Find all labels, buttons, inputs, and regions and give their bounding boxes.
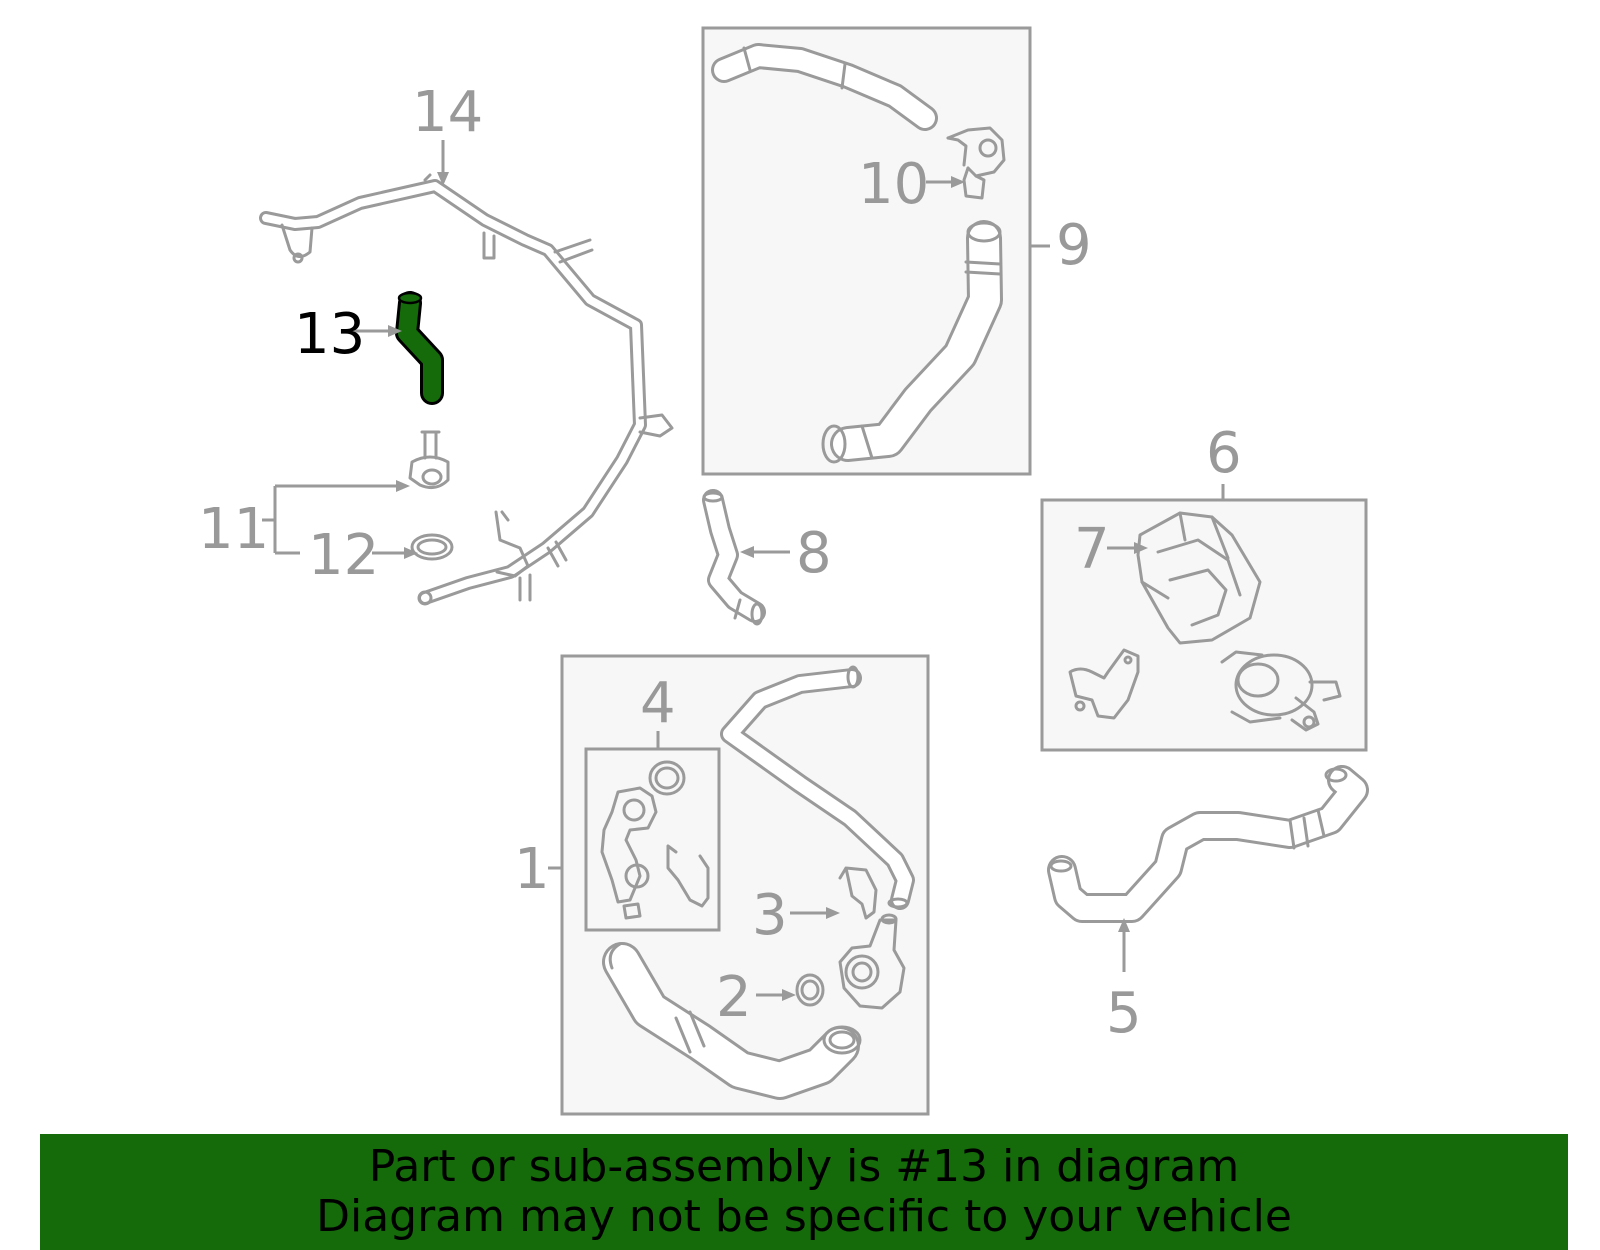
part-4-connector-assembly[interactable] xyxy=(600,760,710,920)
banner-line-1: Part or sub-assembly is #13 in diagram xyxy=(368,1141,1240,1192)
callout-5: 5 xyxy=(1106,981,1142,1046)
callout-10: 10 xyxy=(858,152,929,217)
part-1-thermostat-housing[interactable] xyxy=(838,913,906,1010)
box-4 xyxy=(584,747,721,932)
callout-13: 13 xyxy=(294,302,365,367)
part-11-fitting[interactable] xyxy=(408,430,450,490)
callout-8: 8 xyxy=(796,521,832,586)
part-5-hose[interactable] xyxy=(1047,765,1369,923)
part-1-upper-hose[interactable] xyxy=(720,665,915,910)
part-8-hose[interactable] xyxy=(702,489,766,626)
part-1-lower-hose[interactable] xyxy=(602,942,862,1100)
info-banner: Part or sub-assembly is #13 in diagram D… xyxy=(40,1134,1568,1250)
callout-7: 7 xyxy=(1074,517,1110,582)
callout-9: 9 xyxy=(1056,213,1092,278)
part-9-lower-hose[interactable] xyxy=(821,220,1003,464)
part-12-o-ring[interactable] xyxy=(410,533,454,561)
callout-4: 4 xyxy=(640,671,676,736)
callout-1: 1 xyxy=(514,837,550,902)
part-14-coolant-pipe[interactable] xyxy=(259,173,674,606)
callout-14: 14 xyxy=(412,80,483,145)
callout-11: 11 xyxy=(198,497,269,562)
part-6-pump[interactable] xyxy=(1220,650,1342,732)
callout-3: 3 xyxy=(752,883,788,948)
part-13-hose-highlighted[interactable] xyxy=(395,291,444,405)
part-3-clip[interactable] xyxy=(838,866,878,920)
part-2-o-ring[interactable] xyxy=(795,973,825,1007)
part-7-pump-cover[interactable] xyxy=(1136,511,1262,645)
leader-lines xyxy=(262,140,1225,1001)
callout-6: 6 xyxy=(1206,421,1242,486)
part-10-connector[interactable] xyxy=(946,126,1006,200)
callout-2: 2 xyxy=(716,965,752,1030)
part-9-upper-hose[interactable] xyxy=(711,43,938,131)
callout-12: 12 xyxy=(308,523,379,588)
banner-line-2: Diagram may not be specific to your vehi… xyxy=(316,1191,1292,1242)
part-6-bracket[interactable] xyxy=(1068,648,1140,720)
